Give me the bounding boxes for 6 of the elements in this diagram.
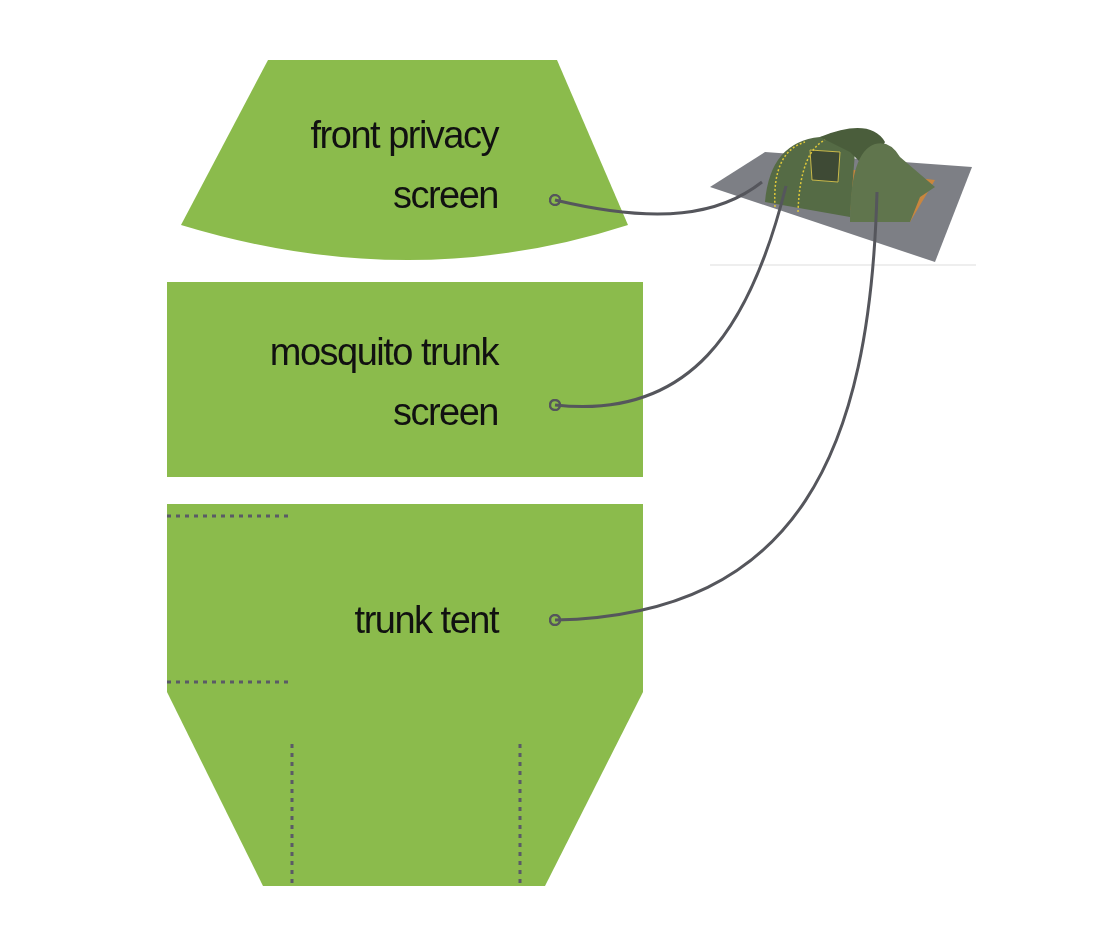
- part-label: mosquito trunk screen: [268, 330, 498, 435]
- leader-line: [548, 185, 788, 412]
- part-label: trunk tent: [353, 598, 498, 643]
- leader-line: [548, 180, 763, 216]
- leader-line: [548, 191, 879, 627]
- part-label: front privacy screen: [309, 113, 498, 218]
